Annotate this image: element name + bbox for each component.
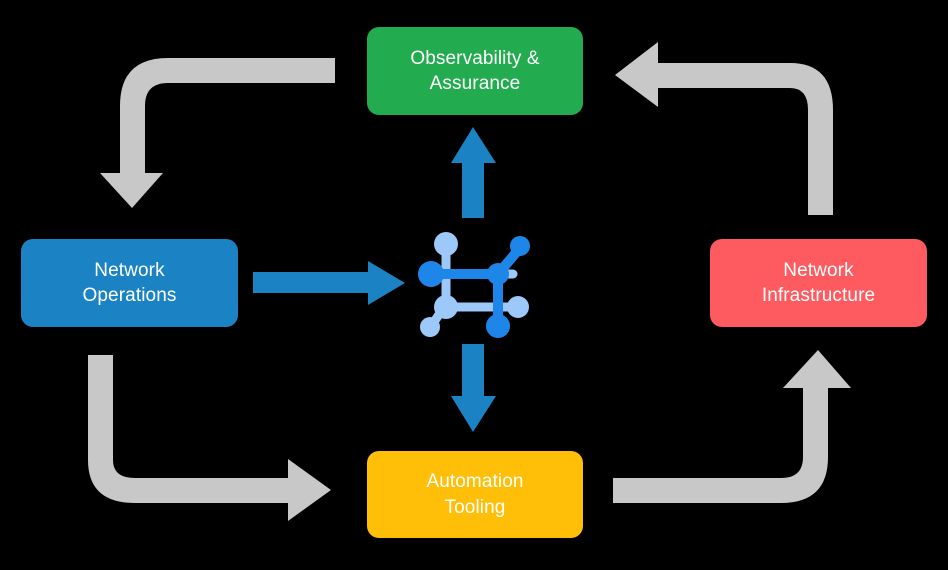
arrow-network-infrastructure-to-observability [615,42,833,215]
node-network-infrastructure[interactable]: Network Infrastructure [710,239,927,327]
node-automation-tooling[interactable]: Automation Tooling [367,451,583,538]
arrow-network-operations-to-automation-tooling [88,355,331,521]
network-topology-icon [418,232,530,338]
node-network-operations[interactable]: Network Operations [21,239,238,327]
arrow-observability-to-network-operations [100,58,335,208]
node-observability-and-assurance[interactable]: Observability & Assurance [367,27,583,115]
arrow-network-operations-to-center [253,261,405,305]
arrow-automation-tooling-to-network-infrastructure [613,350,851,503]
arrow-center-to-automation-tooling [451,344,496,432]
arrow-center-to-observability [451,127,496,218]
